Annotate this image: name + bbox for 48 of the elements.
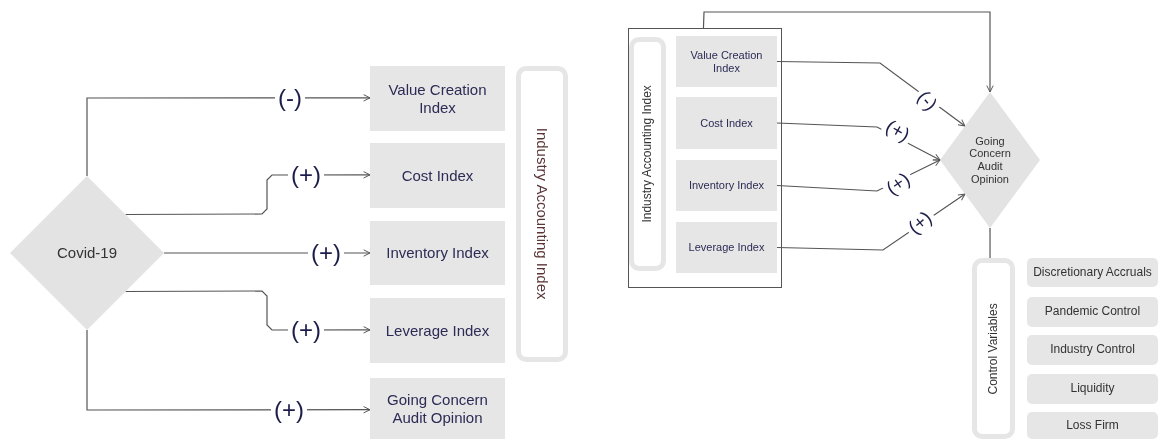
node-text: Value Creation Index	[689, 48, 764, 75]
node-text: Pandemic Control	[1044, 305, 1141, 319]
connector-arrow	[702, 11, 994, 93]
node-text: Leverage Index	[688, 241, 765, 254]
control-variable-box	[1027, 412, 1158, 439]
connector-arrow	[776, 60, 966, 127]
edge-label: (-)	[275, 86, 305, 110]
edge-label: (+)	[288, 318, 324, 342]
node-text: Inventory Index	[386, 244, 489, 262]
connector-arrow	[86, 329, 371, 414]
edge-label: (+)	[271, 398, 307, 422]
decision-diamond	[940, 92, 1040, 228]
control-variable-box	[1027, 258, 1158, 287]
connector-arrow	[86, 94, 371, 177]
edge-label: (+)	[288, 163, 324, 187]
group-band	[629, 37, 666, 271]
variable-box	[676, 97, 777, 149]
node-text: Control Variables	[986, 302, 1001, 395]
node-text: Cost Index	[700, 116, 753, 130]
node-text: Going Concern Audit Opinion	[386, 391, 489, 426]
node-text: Cost Index	[401, 166, 474, 185]
control-variable-box	[1027, 374, 1158, 404]
control-variable-box	[1027, 297, 1158, 327]
variable-box	[370, 298, 505, 363]
group-band	[972, 258, 1015, 439]
variable-box	[676, 160, 777, 211]
node-text: Going Concern Audit Opinion	[968, 134, 1012, 186]
node-text: Industry Accounting Index	[640, 85, 655, 223]
variable-box	[370, 221, 505, 285]
node-text: Industry Control	[1050, 343, 1135, 357]
node-text: Inventory Index	[688, 179, 765, 192]
node-text: Value Creation Index	[387, 81, 488, 116]
variable-box	[370, 378, 505, 439]
node-text: Leverage Index	[385, 321, 490, 340]
variable-box	[370, 143, 505, 208]
variable-box	[370, 66, 505, 131]
group-frame	[628, 28, 782, 288]
node-text: Liquidity	[1070, 382, 1115, 396]
decision-diamond	[10, 176, 164, 330]
node-text: Discretionary Accruals	[1033, 265, 1152, 280]
variable-box	[676, 36, 777, 87]
node-text: Covid-19	[57, 244, 117, 262]
variable-box	[676, 222, 777, 273]
node-text: Industry Accounting Index	[533, 128, 551, 300]
edge-label: (+)	[308, 241, 344, 265]
group-band	[516, 66, 568, 362]
node-text: Loss Firm	[1066, 418, 1119, 433]
control-variable-box	[1027, 335, 1158, 365]
